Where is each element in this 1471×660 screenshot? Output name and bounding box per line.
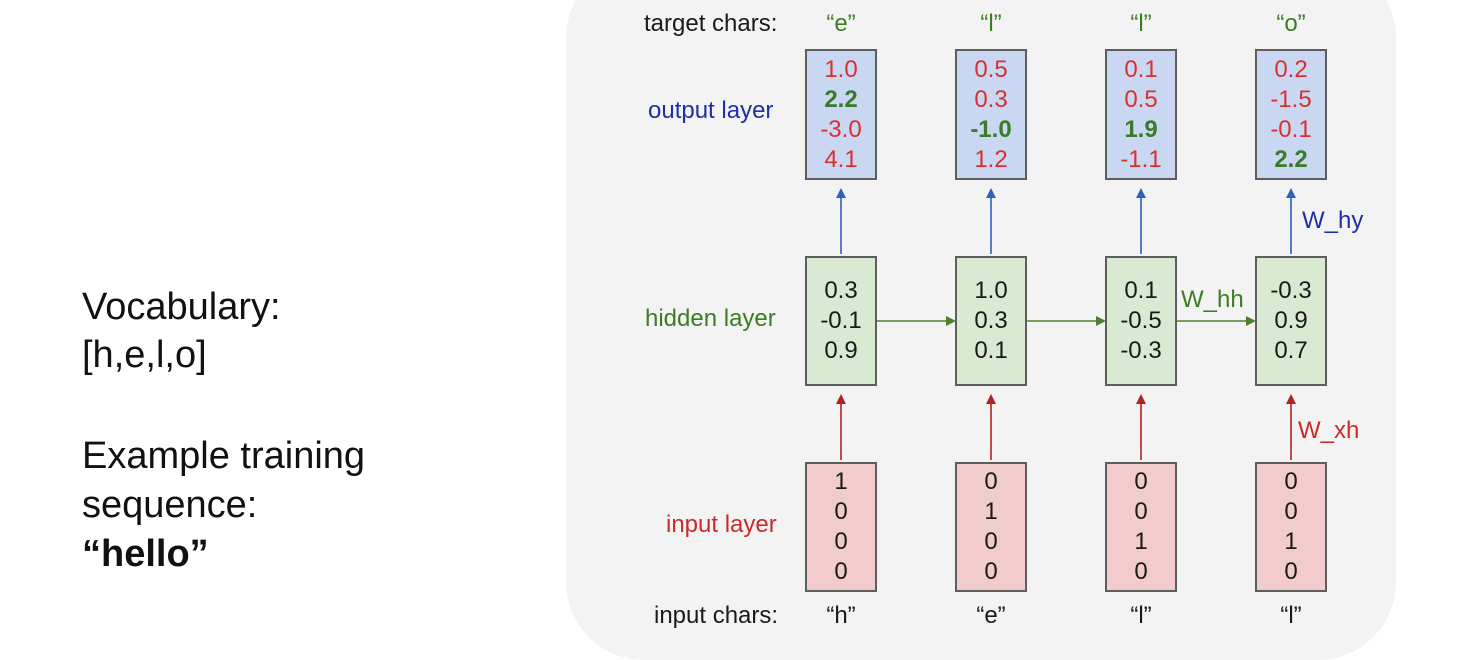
vocabulary-value: [h,e,l,o] <box>82 334 207 376</box>
w-hh-label: W_hh <box>1181 286 1244 313</box>
hidden-value: 0.7 <box>1274 337 1308 364</box>
example-label-line1: Example training <box>82 435 366 477</box>
input-value: 0 <box>1134 558 1148 585</box>
input-value: 1 <box>1134 528 1148 555</box>
output-value: -0.1 <box>1270 115 1312 143</box>
output-value: 4.1 <box>824 145 858 173</box>
output-value: 2.2 <box>1274 145 1308 173</box>
hidden-value: -0.5 <box>1120 307 1162 334</box>
output-value: -1.1 <box>1120 145 1162 173</box>
hidden-value: 0.3 <box>974 307 1008 334</box>
hidden-box-1: 1.0 0.3 0.1 <box>955 256 1027 386</box>
target-char-2: “l” <box>1130 10 1152 37</box>
hidden-value: 0.1 <box>1124 277 1158 304</box>
hidden-box-3: -0.3 0.9 0.7 <box>1255 256 1327 386</box>
hidden-box-2: 0.1 -0.5 -0.3 <box>1105 256 1177 386</box>
output-value: 1.9 <box>1124 115 1158 143</box>
output-value: 0.5 <box>1124 85 1158 113</box>
target-char-1: “l” <box>980 10 1002 37</box>
input-value: 0 <box>1284 498 1298 525</box>
input-box-2: 0 0 1 0 <box>1105 462 1177 592</box>
output-value: 1.2 <box>974 145 1008 173</box>
output-value: -1.5 <box>1270 85 1312 113</box>
input-value: 0 <box>1284 468 1298 495</box>
output-value: 0.1 <box>1124 55 1158 83</box>
hidden-box-0: 0.3 -0.1 0.9 <box>805 256 877 386</box>
output-value: 2.2 <box>824 85 858 113</box>
output-value: 0.2 <box>1274 55 1308 83</box>
input-value: 1 <box>1284 528 1298 555</box>
input-value: 0 <box>834 528 848 555</box>
input-value: 0 <box>834 498 848 525</box>
target-char-0: “e” <box>826 10 856 37</box>
input-char-0: “h” <box>826 602 856 629</box>
input-char-1: “e” <box>976 602 1006 629</box>
output-value: -1.0 <box>970 115 1012 143</box>
input-value: 1 <box>834 468 848 495</box>
hidden-layer-label: hidden layer <box>645 305 776 332</box>
input-char-2: “l” <box>1130 602 1152 629</box>
input-box-3: 0 0 1 0 <box>1255 462 1327 592</box>
example-label-line2: sequence: <box>82 484 258 526</box>
target-chars-label: target chars: <box>644 10 778 37</box>
input-value: 0 <box>834 558 848 585</box>
input-value: 0 <box>1284 558 1298 585</box>
output-value: 1.0 <box>824 55 858 83</box>
w-xh-label: W_xh <box>1298 417 1360 444</box>
hidden-value: 0.9 <box>1274 307 1308 334</box>
input-value: 0 <box>984 468 998 495</box>
output-value: 0.3 <box>974 85 1008 113</box>
output-value: 0.5 <box>974 55 1008 83</box>
vocabulary-label: Vocabulary: <box>82 286 281 328</box>
target-char-3: “o” <box>1276 10 1306 37</box>
example-sequence: “hello” <box>82 533 209 575</box>
w-hy-label: W_hy <box>1302 207 1364 234</box>
hidden-value: 1.0 <box>974 277 1008 304</box>
input-chars-label: input chars: <box>654 602 779 629</box>
input-value: 0 <box>984 528 998 555</box>
hidden-value: 0.1 <box>974 337 1008 364</box>
input-char-3: “l” <box>1280 602 1302 629</box>
input-box-0: 1 0 0 0 <box>805 462 877 592</box>
input-value: 1 <box>984 498 998 525</box>
input-value: 0 <box>1134 468 1148 495</box>
hidden-value: -0.3 <box>1270 277 1312 304</box>
hidden-value: -0.3 <box>1120 337 1162 364</box>
hidden-value: 0.9 <box>824 337 858 364</box>
output-layer-label: output layer <box>648 97 774 124</box>
output-value: -3.0 <box>820 115 862 143</box>
hidden-value: -0.1 <box>820 307 862 334</box>
hidden-value: 0.3 <box>824 277 858 304</box>
input-value: 0 <box>984 558 998 585</box>
input-layer-label: input layer <box>666 511 777 538</box>
input-value: 0 <box>1134 498 1148 525</box>
input-box-1: 0 1 0 0 <box>955 462 1027 592</box>
